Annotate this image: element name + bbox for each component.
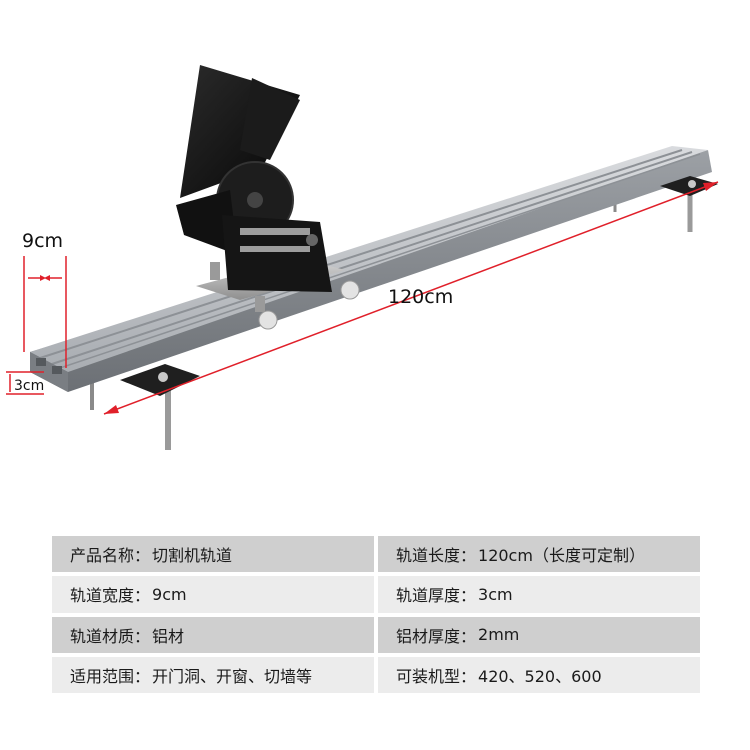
spec-rail-length: 轨道长度： 120cm（长度可定制） bbox=[378, 536, 700, 573]
spec-aluminium-thickness: 铝材厚度： 2mm bbox=[378, 616, 700, 653]
rail-brackets bbox=[120, 176, 718, 396]
spec-label: 轨道长度： bbox=[396, 546, 477, 566]
spec-label: 轨道宽度： bbox=[70, 586, 151, 606]
spec-value: 铝材 bbox=[152, 626, 185, 646]
spec-rail-width: 轨道宽度： 9cm bbox=[52, 576, 374, 613]
spec-value: 120cm（长度可定制） bbox=[478, 546, 645, 566]
product-illustration bbox=[6, 65, 719, 450]
width-dimension bbox=[23, 256, 67, 368]
aluminium-rail bbox=[30, 146, 712, 392]
spec-value: 9cm bbox=[152, 584, 187, 604]
spec-label: 轨道材质： bbox=[70, 626, 151, 646]
saw-guard bbox=[176, 65, 332, 292]
spec-value: 3cm bbox=[478, 584, 513, 604]
spec-application: 适用范围： 开门洞、开窗、切墙等 bbox=[52, 656, 374, 693]
spec-rail-material: 轨道材质： 铝材 bbox=[52, 616, 374, 653]
length-dimension bbox=[103, 181, 719, 415]
spec-value: 2mm bbox=[478, 625, 520, 645]
spec-value: 420、520、600 bbox=[478, 666, 602, 686]
width-label: 9cm bbox=[22, 230, 64, 252]
length-label: 120cm bbox=[388, 286, 454, 308]
spec-table: 产品名称： 切割机轨道 轨道长度： 120cm（长度可定制） 轨道宽度： 9cm… bbox=[52, 536, 700, 693]
spec-label: 轨道厚度： bbox=[396, 586, 477, 606]
spec-value: 切割机轨道 bbox=[152, 546, 233, 566]
spec-rail-thickness: 轨道厚度： 3cm bbox=[378, 576, 700, 613]
thickness-dimension bbox=[6, 371, 44, 395]
spec-label: 适用范围： bbox=[70, 666, 151, 686]
spec-label: 可装机型： bbox=[396, 666, 477, 686]
spec-label: 产品名称： bbox=[70, 546, 151, 566]
spec-value: 开门洞、开窗、切墙等 bbox=[152, 666, 313, 686]
spec-label: 铝材厚度： bbox=[396, 626, 477, 646]
spec-product-name: 产品名称： 切割机轨道 bbox=[52, 536, 374, 573]
spec-compatible-models: 可装机型： 420、520、600 bbox=[378, 656, 700, 693]
thickness-label: 3cm bbox=[14, 378, 45, 394]
